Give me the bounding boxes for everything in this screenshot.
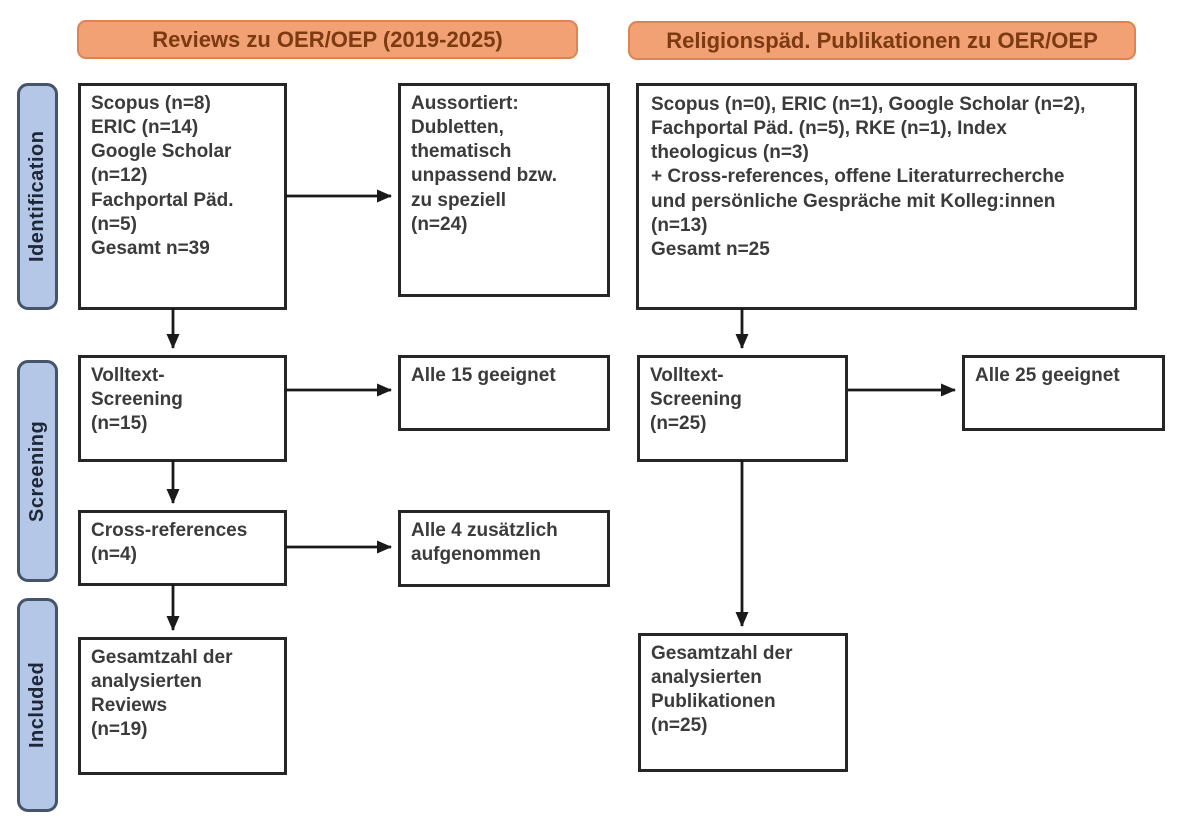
box-left-excluded: Aussortiert: Dubletten, thematisch unpas… [398,83,610,297]
box-right-total: Gesamtzahl der analysierten Publikatione… [638,633,848,772]
stage-label-identification: Identification [17,83,58,310]
box-left-fulltext-result: Alle 15 geeignet [398,355,610,431]
box-left-cross-references-result: Alle 4 zusätzlich aufgenommen [398,510,610,587]
box-left-cross-references: Cross-references (n=4) [78,510,287,586]
box-left-sources: Scopus (n=8) ERIC (n=14) Google Scholar … [78,83,287,310]
box-left-fulltext-screening: Volltext- Screening (n=15) [78,355,287,462]
box-left-total: Gesamtzahl der analysierten Reviews (n=1… [78,637,287,775]
box-right-sources: Scopus (n=0), ERIC (n=1), Google Scholar… [636,83,1137,310]
column-header-reviews: Reviews zu OER/OEP (2019-2025) [77,20,578,59]
stage-label-included: Included [17,598,58,812]
column-header-religionspaed: Religionspäd. Publikationen zu OER/OEP [628,21,1136,60]
box-right-fulltext-result: Alle 25 geeignet [962,355,1165,431]
box-right-fulltext-screening: Volltext- Screening (n=25) [637,355,848,462]
stage-label-screening: Screening [17,360,58,582]
